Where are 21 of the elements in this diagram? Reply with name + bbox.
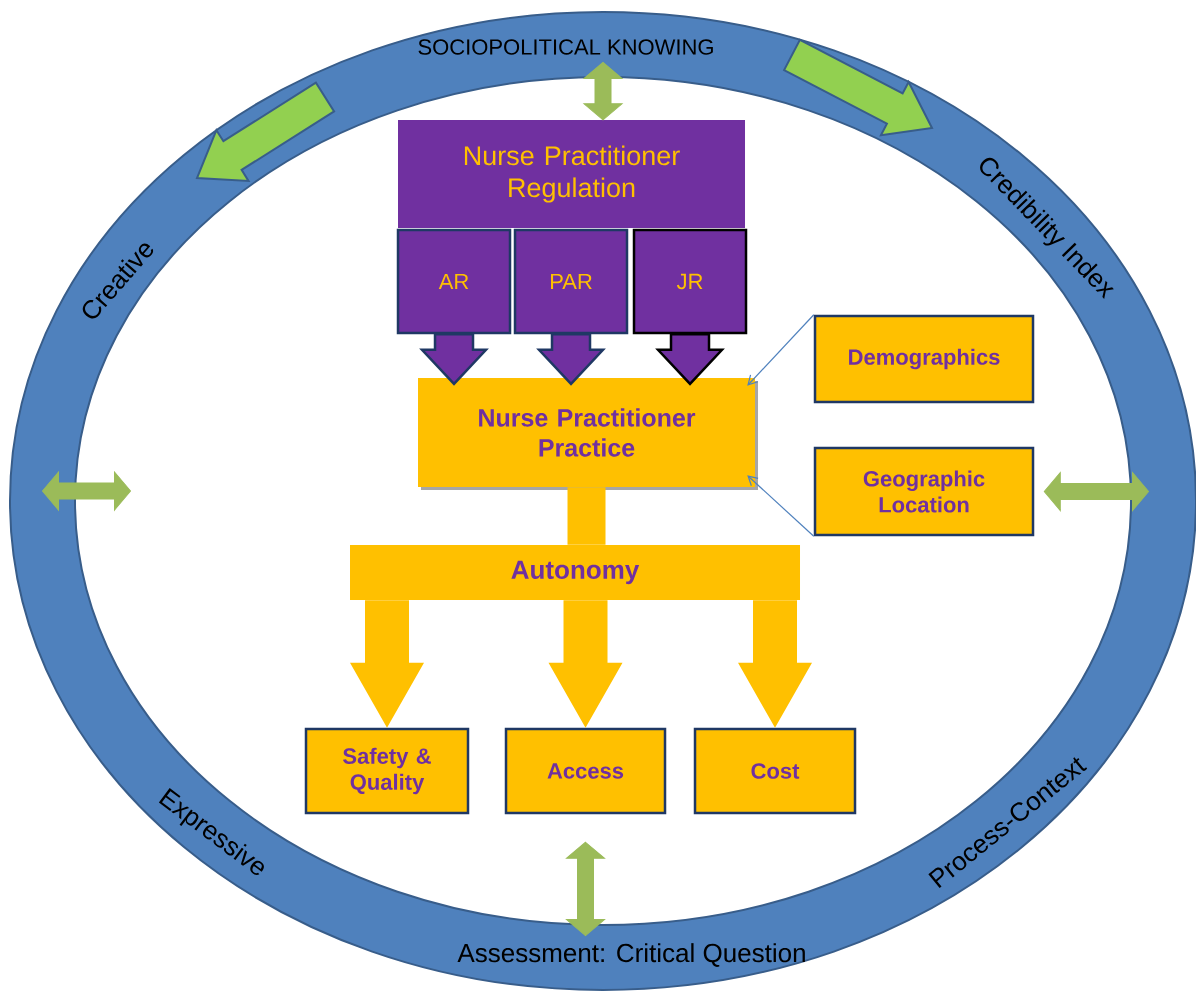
outcome-box: Cost [693, 727, 857, 815]
block-arrow [536, 333, 606, 386]
factor-box: Demographics [813, 314, 1035, 404]
block-arrow [655, 333, 725, 386]
ring-label: Assessment: Critical Question [457, 943, 805, 967]
double-arrow [42, 471, 131, 511]
arrow [747, 314, 815, 386]
double-arrow [1043, 472, 1149, 511]
arrow [747, 475, 815, 537]
ring-label: SOCIOPOLITICAL KNOWING [418, 39, 713, 55]
outcome-box: Safety & Quality [304, 727, 470, 815]
block-arrow [738, 600, 812, 728]
factor-box: Geographic Location [813, 446, 1035, 537]
connector-bar [567, 487, 606, 545]
practice-box: Nurse Practitioner Practice [418, 378, 758, 490]
outcome-box: Access [504, 727, 667, 815]
block-arrow [548, 600, 623, 728]
block-arrow [350, 600, 424, 728]
double-arrow [566, 841, 605, 936]
block-arrow [419, 333, 489, 386]
double-arrow [583, 62, 623, 121]
